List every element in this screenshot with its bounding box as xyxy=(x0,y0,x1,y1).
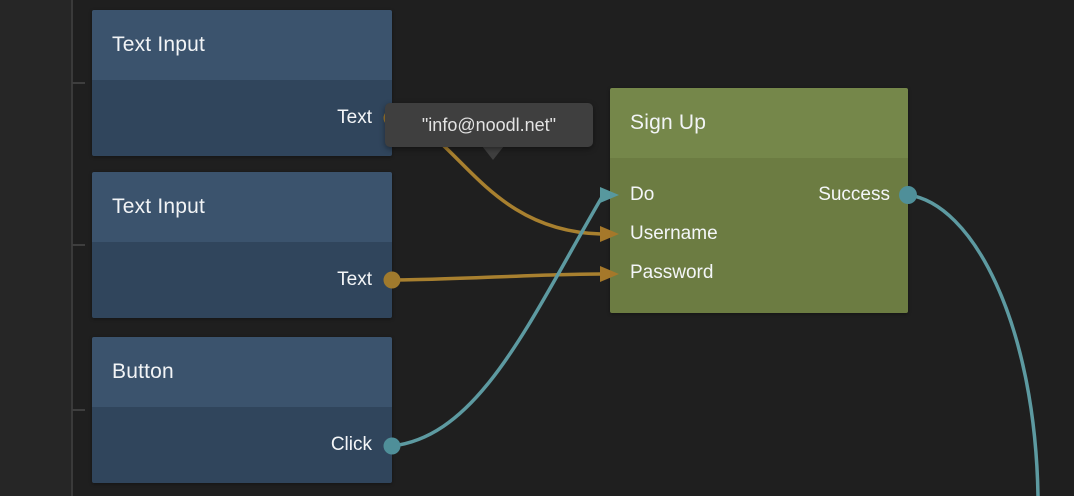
port-label: Click xyxy=(330,434,372,455)
node-body: Click xyxy=(92,407,392,483)
node-title: Text Input xyxy=(112,195,206,218)
rail-tick xyxy=(72,244,85,246)
node-title: Sign Up xyxy=(630,111,707,134)
connection-click-to-do[interactable] xyxy=(391,196,604,448)
input-port-row-do[interactable]: Do Success xyxy=(610,175,908,214)
rail-tick xyxy=(72,409,85,411)
node-title: Button xyxy=(112,360,174,383)
node-text-input-1[interactable]: Text Input Text xyxy=(92,10,392,156)
connection-success-out[interactable] xyxy=(907,193,1040,496)
node-button[interactable]: Button Click xyxy=(92,337,392,483)
node-body: Text xyxy=(92,242,392,318)
node-text-input-2[interactable]: Text Input Text xyxy=(92,172,392,318)
input-port-row-password[interactable]: Password xyxy=(610,253,908,292)
rail-tick xyxy=(72,82,85,84)
port-label: Text xyxy=(337,269,372,290)
node-header: Sign Up xyxy=(610,88,908,158)
input-port-row-username[interactable]: Username xyxy=(610,214,908,253)
node-header: Text Input xyxy=(92,172,392,242)
node-body: Text xyxy=(92,80,392,156)
port-label: Do xyxy=(630,183,655,205)
port-label: Password xyxy=(630,261,714,283)
output-port-row[interactable]: Click xyxy=(331,426,392,465)
node-title: Text Input xyxy=(112,33,206,56)
node-body: Do Success Username Password xyxy=(610,158,908,313)
node-header: Text Input xyxy=(92,10,392,80)
node-header: Button xyxy=(92,337,392,407)
port-label: Username xyxy=(630,222,718,244)
port-label: Text xyxy=(337,107,372,128)
port-label-success: Success xyxy=(818,183,890,205)
tooltip-value-text: "info@noodl.net" xyxy=(421,114,557,135)
output-port-row[interactable]: Text xyxy=(337,261,392,300)
connection-text2-to-password[interactable] xyxy=(391,272,602,282)
canvas-left-margin xyxy=(0,0,71,496)
tooltip-pointer xyxy=(482,146,504,160)
node-sign-up[interactable]: Sign Up Do Success Username Password xyxy=(610,88,908,313)
canvas-rail-line xyxy=(71,0,73,496)
output-port-row[interactable]: Text xyxy=(337,99,392,138)
connection-value-tooltip: "info@noodl.net" xyxy=(385,103,593,147)
